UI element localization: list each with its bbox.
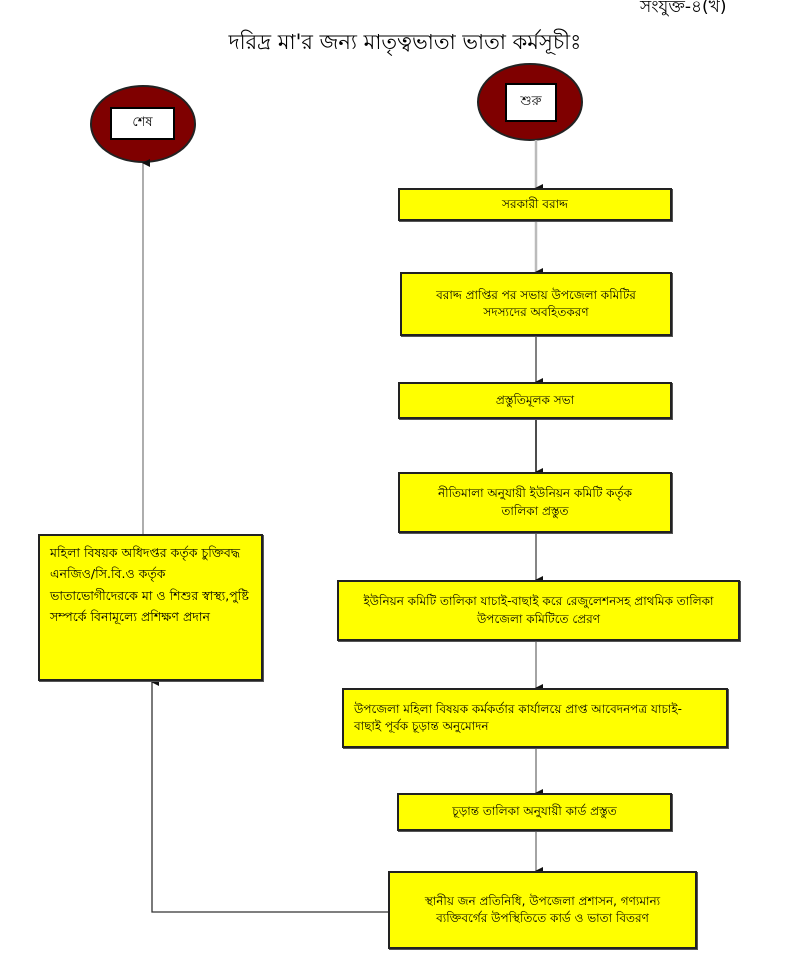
step-3-box: প্রস্তুতিমূলক সভা: [398, 382, 672, 419]
step-8-box: স্থানীয় জন প্রতিনিধি, উপজেলা প্রশাসন, গ…: [388, 871, 697, 949]
page-title: দরিদ্র মা'র জন্য মাতৃত্বভাতা ভাতা কর্মসূ…: [228, 30, 582, 54]
annex-label: সংযুক্ত-৪(খ): [640, 0, 727, 17]
step-2-box: বরাদ্দ প্রাপ্তির পর সভায় উপজেলা কমিটির …: [400, 272, 672, 336]
arrow-step8-training: [151, 678, 388, 913]
end-label: শেষ: [110, 107, 175, 140]
step-6-box: উপজেলা মহিলা বিষয়ক কর্মকর্তার কার্যালয়…: [342, 688, 728, 748]
step-1-box: সরকারী বরাদ্দ: [398, 188, 672, 221]
step-5-box: ইউনিয়ন কমিটি তালিকা যাচাই-বাছাই করে রেজ…: [337, 580, 740, 641]
step-4-box: নীতিমালা অনুযায়ী ইউনিয়ন কমিটি কর্তৃক ত…: [398, 472, 672, 533]
step-7-box: চূড়ান্ত তালিকা অনুযায়ী কার্ড প্রস্তুত: [397, 793, 672, 831]
start-label: শুরু: [505, 83, 557, 122]
training-step-box: মহিলা বিষয়ক অধিদপ্তর কর্তৃক চুক্তিবদ্ধ …: [38, 534, 263, 681]
